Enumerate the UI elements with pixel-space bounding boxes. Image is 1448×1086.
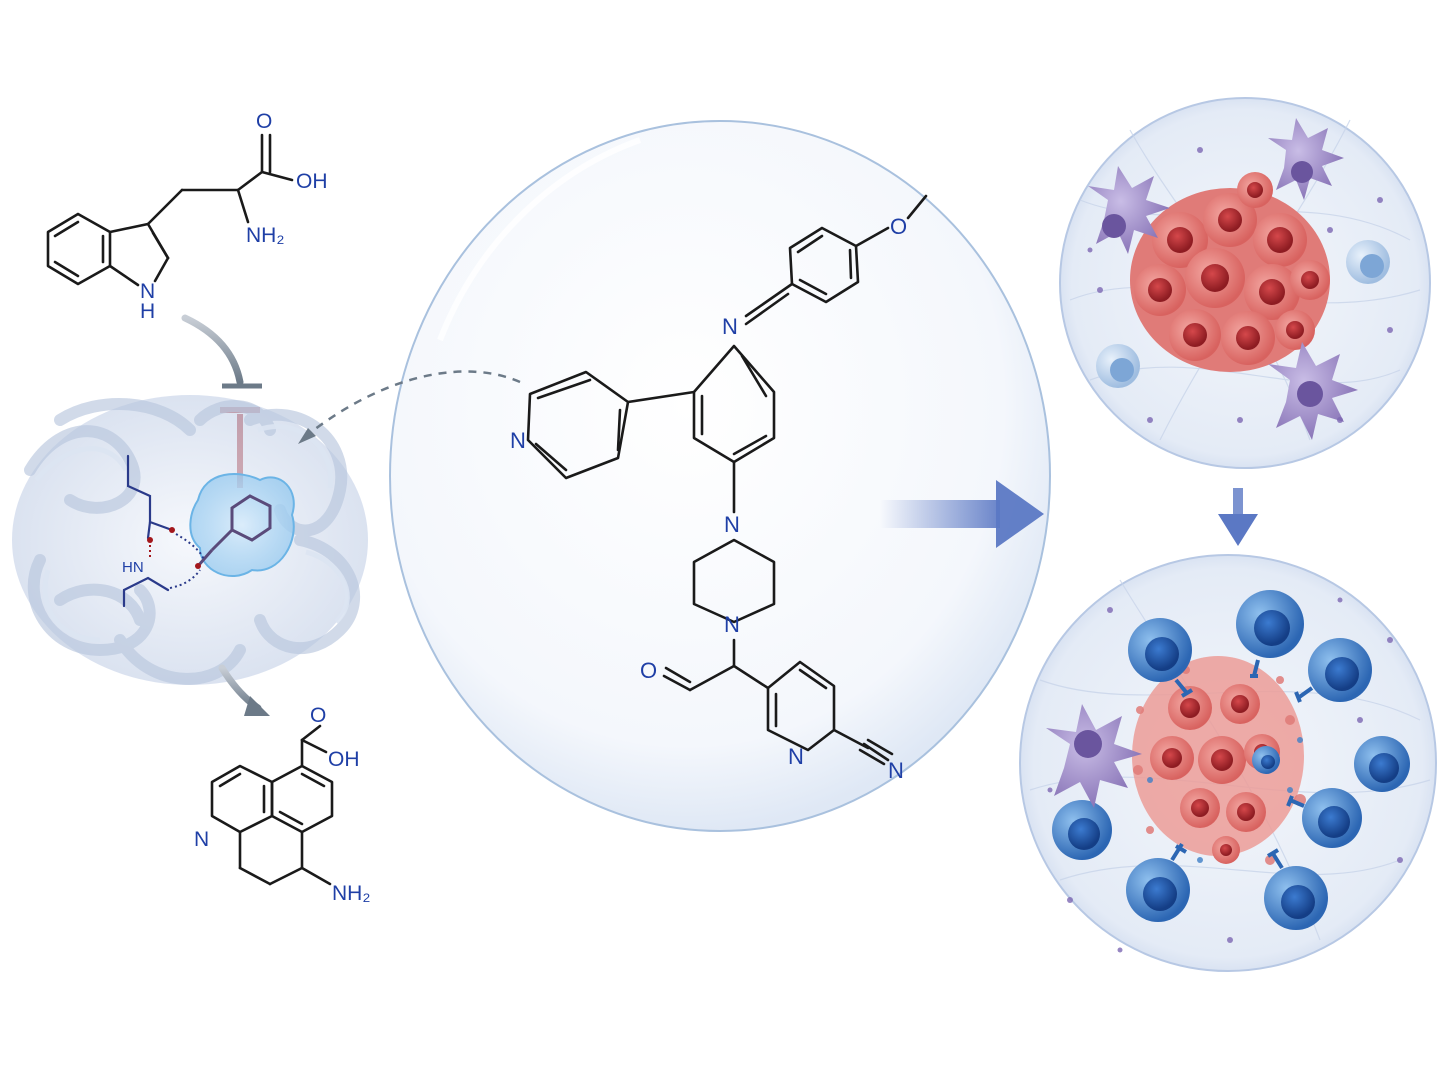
enzyme-ribbon-structure: HN — [12, 395, 368, 685]
t-cell — [1264, 848, 1328, 930]
t-cell — [1252, 746, 1280, 774]
lymphocyte — [1096, 344, 1140, 388]
tumor-immunosuppressed-panel — [1059, 97, 1431, 469]
inhibitor-pyridine-n-label: N — [510, 428, 526, 453]
arrow-enzyme-to-product — [218, 664, 270, 716]
inhibitor-nitrile-n-label: N — [888, 758, 904, 783]
arrow-substrate-to-enzyme — [181, 314, 262, 389]
t-cell — [1236, 590, 1304, 678]
lymphocyte — [1346, 240, 1390, 284]
dendritic-cell — [1088, 166, 1170, 254]
t-cell — [1128, 618, 1194, 698]
dendritic-cell — [1268, 118, 1344, 200]
dashed-arrow-to-enzyme — [298, 370, 521, 444]
tryptophan-h-label: H — [140, 300, 155, 323]
inhibitor-pyridine2-n-label: N — [788, 744, 804, 769]
inhibitor-structure: O N N N N O N N — [510, 194, 928, 783]
t-cell — [1052, 800, 1112, 860]
t-cell — [1126, 842, 1190, 922]
product-oh-label: OH — [328, 748, 360, 771]
product-n-label: N — [194, 828, 209, 851]
tumor-immune-attack-panel — [1019, 554, 1437, 972]
tryptophan-oh-label: OH — [296, 170, 328, 193]
t-cell — [1354, 736, 1410, 792]
tryptophan-o-label: O — [256, 110, 272, 133]
dendritic-cell — [1268, 342, 1358, 440]
enzyme-hn-label: HN — [122, 559, 144, 576]
arrow-right-icon — [880, 480, 1044, 548]
inhibitor-bubble — [389, 120, 1051, 832]
inhibitor-aldehyde-o-label: O — [640, 658, 657, 683]
product-o-label: O — [310, 704, 326, 727]
tryptophan-nh2-label: NH₂ — [246, 224, 284, 247]
tumor-mass — [1130, 172, 1330, 372]
tryptophan-structure: O OH NH₂ N H — [46, 110, 328, 323]
t-cell — [1294, 638, 1372, 703]
t-cell — [1286, 788, 1362, 848]
tryptophan-n-label: N — [140, 280, 155, 303]
inhibitor-methoxy-o-label: O — [890, 214, 907, 239]
inhibitor-piperazine-n-bottom-label: N — [724, 612, 740, 637]
dendritic-cell — [1046, 704, 1142, 808]
product-structure: O OH N NH₂ — [194, 704, 370, 905]
inhibitor-imine-n-label: N — [722, 314, 738, 339]
inhibitor-piperazine-n-top-label: N — [724, 512, 740, 537]
arrow-down-icon — [1218, 488, 1258, 546]
product-nh2-label: NH₂ — [332, 882, 370, 905]
